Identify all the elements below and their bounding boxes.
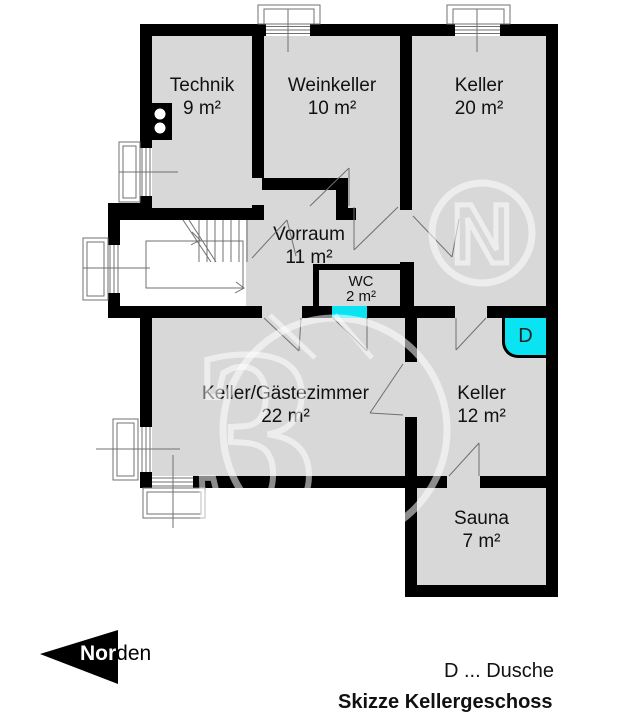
wall [140,472,152,488]
wall [405,585,558,597]
room-sauna: Sauna 7 m² [417,488,546,585]
room-vorraum-area: 11 m² [285,247,333,268]
wall [140,318,152,427]
wall [405,417,417,476]
sheet-title: Skizze Kellergeschoss [338,691,553,713]
room-weinkeller-name: Weinkeller [287,75,377,96]
room-sauna-area: 7 m² [462,531,501,552]
wall [348,208,356,220]
wall [487,306,546,318]
compass-label: Norden [80,642,151,666]
wc-door-gap [332,306,367,318]
room-vorraum-name: Vorraum [273,224,345,245]
room-keller-12-area: 12 m² [457,406,506,427]
wall [313,264,319,308]
room-gaestezimmer: Keller/Gästezimmer 22 m² [152,318,405,476]
room-wc-area: 2 m² [346,288,376,305]
wall [480,476,558,488]
wall [546,24,558,597]
door-gap-keller12 [455,306,487,318]
room-technik-area: 9 m² [183,98,221,119]
room-technik-name: Technik [169,75,235,96]
wall [252,205,264,220]
wall [140,36,152,148]
wall [417,476,447,488]
room-weinkeller-area: 10 m² [307,98,357,119]
door-gap-between-kellers [405,362,417,417]
room-keller-12-name: Keller [457,383,506,404]
compass-label-bold: Nor [80,642,117,665]
room-keller-20-area: 20 m² [454,98,504,119]
room-wc: WC 2 m² [319,270,403,308]
wall [310,24,455,36]
wall [336,178,348,220]
room-keller-20-name: Keller [454,75,504,96]
room-weinkeller: Weinkeller 10 m² [264,36,400,178]
shower-label: D [518,325,533,347]
wall [417,306,455,318]
wall [400,24,412,210]
wall [405,476,417,597]
door-gap-keller20 [400,210,412,262]
room-sauna-name: Sauna [454,508,509,529]
legend-dusche: D ... Dusche [444,660,555,682]
wall [140,24,266,36]
room-gaestezimmer-name: Keller/Gästezimmer [202,383,369,404]
room-wc-name: WC [348,273,374,290]
door-gap-gaestezimmer [262,306,302,318]
wall [108,215,120,245]
wall [252,24,264,178]
shower-area: D [502,318,546,358]
wall [193,476,417,488]
wall [152,208,262,220]
room-technik: Technik 9 m² [152,36,252,208]
compass-label-rest: den [116,642,152,665]
room-keller-20: Keller 20 m² [412,36,546,306]
wall [500,24,558,36]
wall [400,262,414,318]
room-gaestezimmer-area: 22 m² [261,406,310,427]
door-gap-sauna [447,476,480,488]
stairwell-floor [120,220,246,306]
wall [313,264,403,270]
wall [108,306,262,318]
